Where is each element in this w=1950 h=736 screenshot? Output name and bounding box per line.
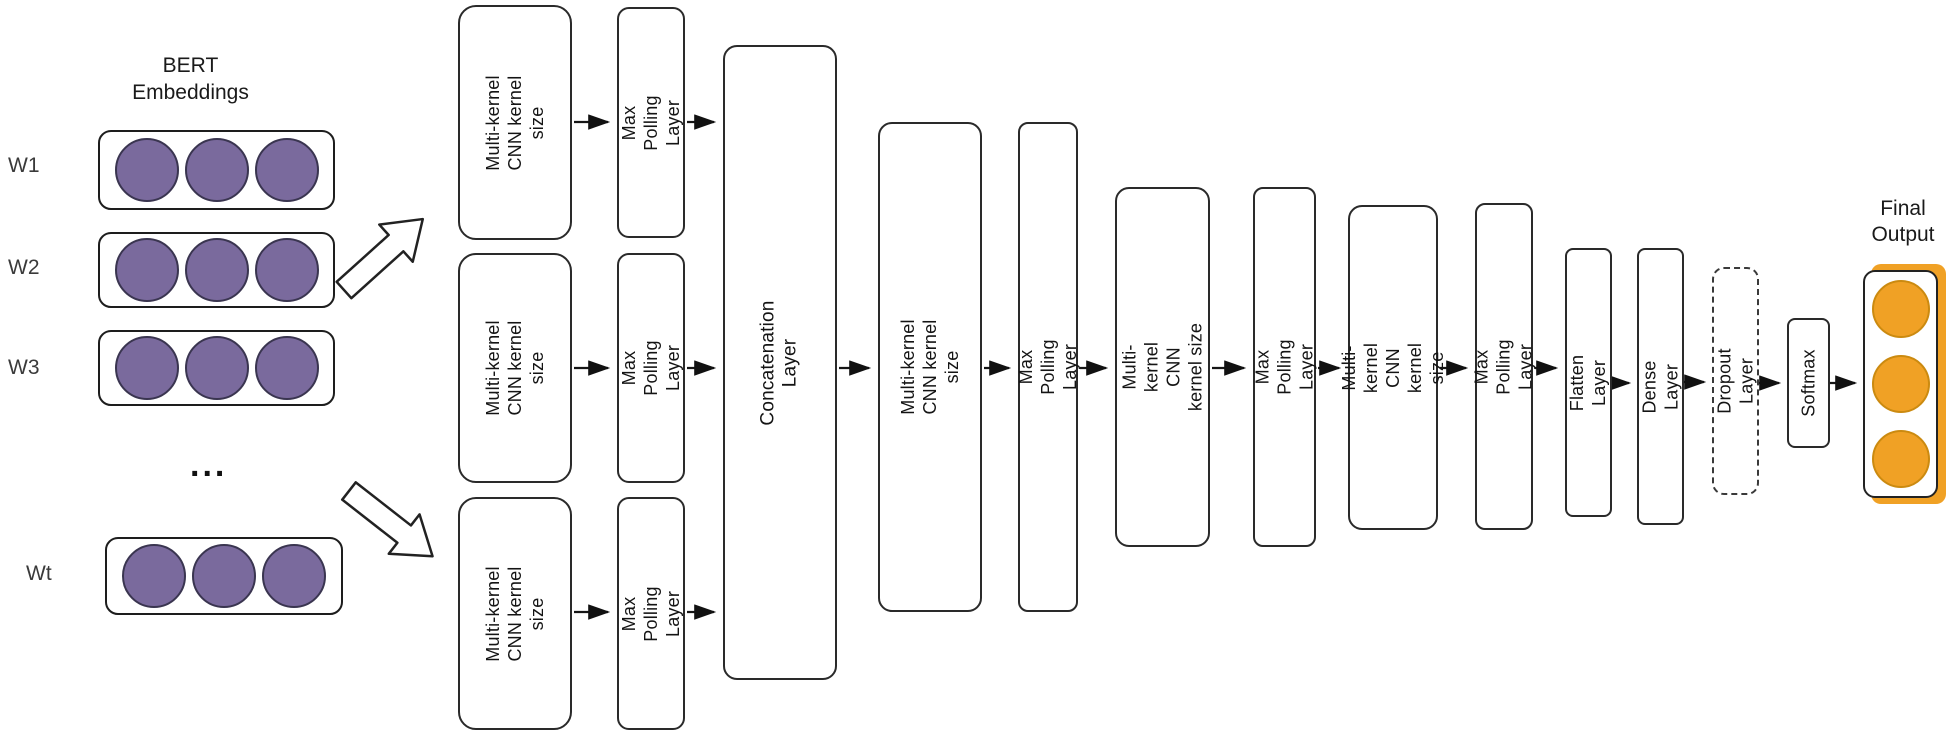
multi-kernel-cnn-box-1c: Multi-kernel CNN kernel size xyxy=(458,497,572,730)
max-polling-box-1a: Max Polling Layer xyxy=(617,7,685,238)
embedding-row-w3 xyxy=(98,330,335,406)
embedding-dot xyxy=(254,336,319,400)
output-dot xyxy=(1871,430,1930,488)
multi-kernel-cnn-box-2: Multi-kernel CNN kernel size xyxy=(878,122,982,612)
embedding-dot xyxy=(114,336,179,400)
softmax-label: Softmax xyxy=(1798,349,1819,417)
multi-kernel-cnn-box-1a: Multi-kernel CNN kernel size xyxy=(458,5,572,240)
softmax-box: Softmax xyxy=(1787,318,1830,448)
multi-kernel-cnn-label: Multi-kernel CNN kernel size xyxy=(1339,342,1447,393)
multi-kernel-cnn-box-1b: Multi-kernel CNN kernel size xyxy=(458,253,572,483)
embedding-dot xyxy=(254,238,319,302)
multi-kernel-cnn-label: Multi-kernel CNN kernel size xyxy=(1119,322,1206,412)
word-label-wt: Wt xyxy=(26,562,52,585)
output-dot xyxy=(1871,355,1930,413)
flow-arrows xyxy=(574,114,1858,620)
multi-kernel-cnn-box-3: Multi-kernel CNN kernel size xyxy=(1115,187,1210,547)
bert-embeddings-heading: BERT Embeddings xyxy=(132,54,249,104)
multi-kernel-cnn-label: Multi-kernel CNN kernel size xyxy=(898,319,962,415)
embedding-row-wt xyxy=(105,537,343,615)
max-polling-label: Max Polling Layer xyxy=(1472,338,1536,395)
embedding-dot xyxy=(114,138,179,202)
dense-layer-box: Dense Layer xyxy=(1637,248,1684,525)
multi-kernel-cnn-label: Multi-kernel CNN kernel size xyxy=(483,320,547,416)
embedding-dot xyxy=(184,336,249,400)
embedding-dot xyxy=(262,544,326,608)
dropout-layer-label: Dropout Layer xyxy=(1714,348,1757,414)
word-label-w2: W2 xyxy=(8,256,40,279)
max-polling-box-2: Max Polling Layer xyxy=(1016,122,1080,612)
embedding-row-w2 xyxy=(98,232,335,308)
block-arrow-up-right xyxy=(335,217,425,300)
dropout-layer-box: Dropout Layer xyxy=(1712,267,1759,495)
embedding-dot xyxy=(114,238,179,302)
max-polling-label: Max Polling Layer xyxy=(1252,339,1317,395)
embedding-dot xyxy=(184,138,249,202)
multi-kernel-cnn-label: Multi-kernel CNN kernel size xyxy=(483,74,547,171)
max-polling-label: Max Polling Layer xyxy=(619,94,683,151)
concatenation-layer-label: Concatenation Layer xyxy=(758,299,802,426)
block-arrow-down-right xyxy=(340,481,434,558)
embedding-dot xyxy=(122,544,186,608)
max-polling-box-3: Max Polling Layer xyxy=(1252,187,1317,547)
multi-kernel-cnn-label: Multi-kernel CNN kernel size xyxy=(483,565,547,662)
flatten-layer-box: Flatten Layer xyxy=(1565,248,1612,517)
max-polling-box-1c: Max Polling Layer xyxy=(617,497,685,730)
embedding-row-w1 xyxy=(98,130,335,210)
max-polling-label: Max Polling Layer xyxy=(619,585,683,642)
embedding-rows-ellipsis: ... xyxy=(190,446,228,484)
final-output-box xyxy=(1863,270,1938,498)
embedding-dot xyxy=(254,138,319,202)
max-polling-label: Max Polling Layer xyxy=(619,340,683,396)
multi-kernel-cnn-box-4: Multi-kernel CNN kernel size xyxy=(1339,205,1447,530)
final-output-heading: Final Output xyxy=(1871,197,1935,246)
word-label-w1: W1 xyxy=(8,154,40,177)
word-label-w3: W3 xyxy=(8,356,40,379)
dense-layer-label: Dense Layer xyxy=(1639,359,1682,414)
output-dot xyxy=(1871,280,1930,338)
concatenation-layer-box: Concatenation Layer xyxy=(723,45,837,680)
embedding-dot xyxy=(192,544,256,608)
max-polling-box-1b: Max Polling Layer xyxy=(617,253,685,483)
embedding-dot xyxy=(184,238,249,302)
flatten-layer-label: Flatten Layer xyxy=(1567,354,1610,411)
max-polling-box-4: Max Polling Layer xyxy=(1472,203,1536,530)
max-polling-label: Max Polling Layer xyxy=(1016,339,1080,395)
